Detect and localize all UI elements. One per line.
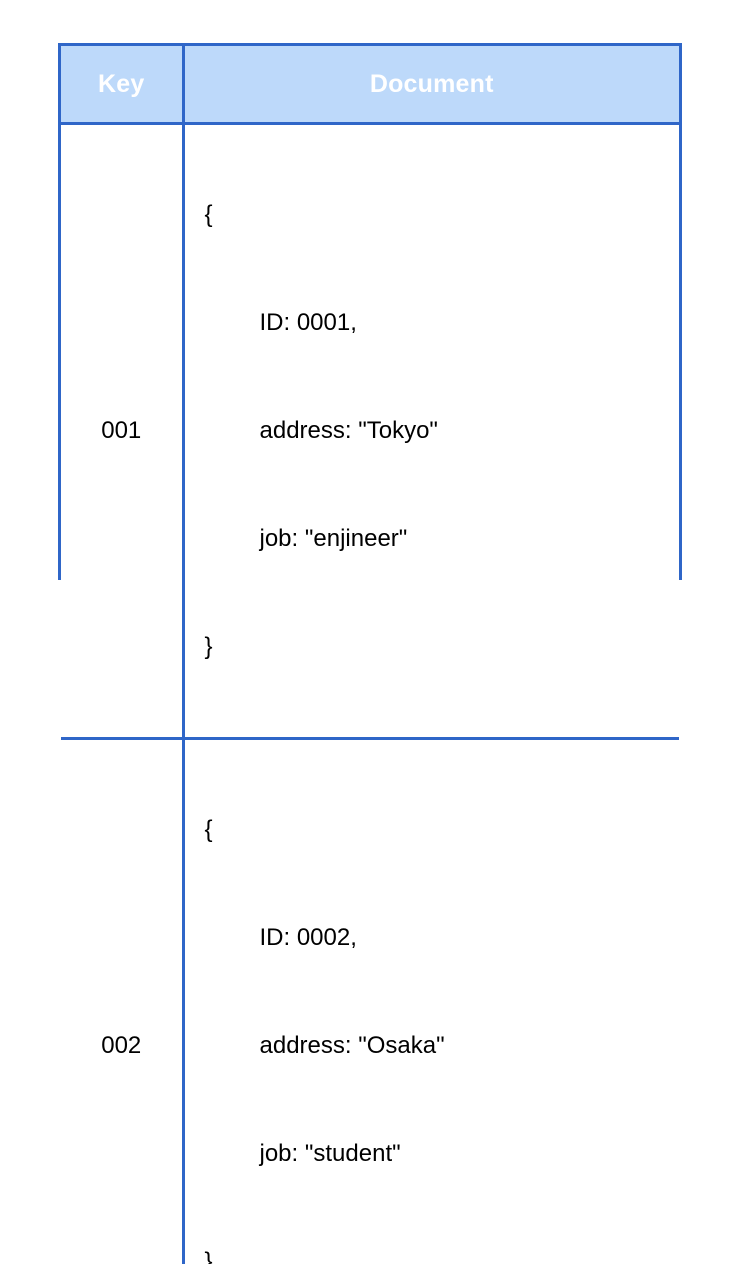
document-line: } xyxy=(205,1244,680,1264)
cell-key: 002 xyxy=(61,739,183,1264)
table-row: 001 { ID: 0001, address: "Tokyo" job: "e… xyxy=(61,124,679,739)
document-line: { xyxy=(205,812,680,848)
cell-key: 001 xyxy=(61,124,183,739)
table-row: 002 { ID: 0002, address: "Osaka" job: "s… xyxy=(61,739,679,1264)
key-document-table: Key Document 001 { ID: 0001, address: "T… xyxy=(58,43,682,580)
table-header: Key Document xyxy=(61,46,679,124)
column-header-key: Key xyxy=(61,46,183,124)
document-line: } xyxy=(205,629,680,665)
table-body: 001 { ID: 0001, address: "Tokyo" job: "e… xyxy=(61,124,679,1264)
document-line: { xyxy=(205,197,680,233)
header-row: Key Document xyxy=(61,46,679,124)
document-line: ID: 0002, xyxy=(205,920,680,956)
document-line: job: "student" xyxy=(205,1136,680,1172)
document-json-block: { ID: 0001, address: "Tokyo" job: "enjin… xyxy=(185,125,680,737)
column-header-document: Document xyxy=(183,46,679,124)
cell-document: { ID: 0002, address: "Osaka" job: "stude… xyxy=(183,739,679,1264)
document-line: job: "enjineer" xyxy=(205,521,680,557)
table-element: Key Document 001 { ID: 0001, address: "T… xyxy=(61,46,679,1264)
page-canvas: Key Document 001 { ID: 0001, address: "T… xyxy=(0,0,740,632)
document-line: address: "Osaka" xyxy=(205,1028,680,1064)
document-json-block: { ID: 0002, address: "Osaka" job: "stude… xyxy=(185,740,680,1264)
document-line: address: "Tokyo" xyxy=(205,413,680,449)
cell-document: { ID: 0001, address: "Tokyo" job: "enjin… xyxy=(183,124,679,739)
document-line: ID: 0001, xyxy=(205,305,680,341)
